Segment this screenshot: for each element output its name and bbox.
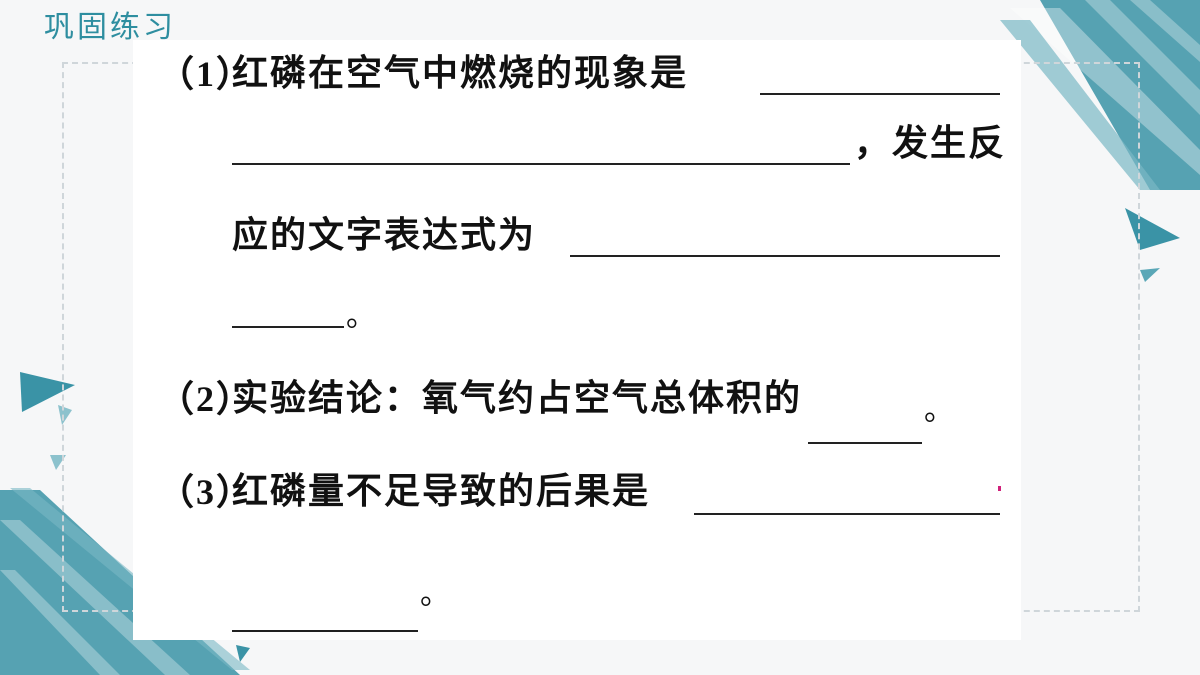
q1-line2-text: ，发生反 — [854, 123, 1007, 164]
q1-blank-1[interactable] — [760, 93, 1000, 95]
content-panel — [133, 40, 1021, 640]
triangle-bottom-small — [236, 645, 250, 662]
slide-title: 巩固练习 — [44, 10, 176, 45]
q2-blank[interactable] — [808, 442, 922, 444]
red-mark — [998, 486, 1001, 491]
q1-number: （1） — [158, 54, 255, 94]
q1-line3-text: 应的文字表达式为 — [232, 215, 537, 256]
stripe-band-top-right — [1000, 0, 1200, 190]
q1-period: 。 — [346, 299, 376, 334]
triangle-left-large — [20, 372, 75, 412]
q3-text: 红磷量不足导致的后果是 — [232, 471, 651, 512]
q1-blank-4[interactable] — [232, 326, 344, 328]
q3-number: （3） — [158, 472, 255, 512]
q1-blank-3[interactable] — [570, 255, 1000, 257]
q3-period: 。 — [420, 577, 450, 612]
q2-number: （2） — [158, 379, 255, 419]
q3-blank-2[interactable] — [232, 630, 418, 632]
q2-period: 。 — [924, 393, 954, 428]
q1-blank-2[interactable] — [232, 163, 850, 165]
triangle-right-small — [1140, 268, 1160, 282]
q2-text: 实验结论：氧气约占空气总体积的 — [232, 378, 803, 419]
q3-blank-1[interactable] — [694, 513, 1000, 515]
triangle-left-small-1 — [58, 405, 72, 425]
q1-line1-text: 红磷在空气中燃烧的现象是 — [232, 53, 689, 94]
